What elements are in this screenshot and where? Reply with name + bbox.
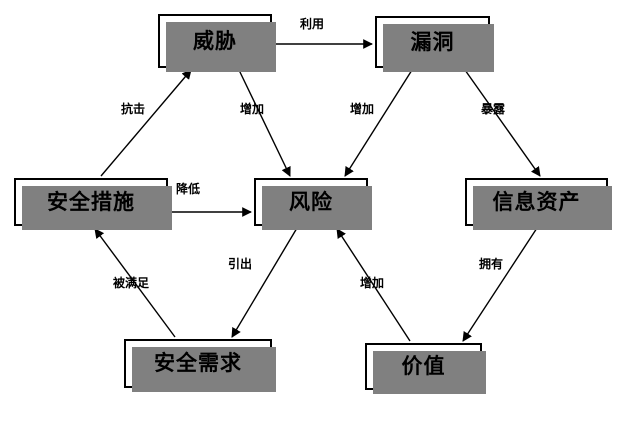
edge-asset-has-value	[462, 227, 538, 342]
node-security-requirement[interactable]: 安全需求	[124, 339, 276, 392]
edge-lines	[94, 39, 541, 342]
node-risk-label: 风险	[289, 189, 333, 214]
node-information-asset-label: 信息资产	[492, 189, 581, 214]
edge-label-increase-threat-risk: 增加	[240, 102, 265, 116]
node-security-measure[interactable]: 安全措施	[14, 178, 172, 230]
node-security-requirement-label: 安全需求	[154, 351, 242, 375]
edge-label-satisfied: 被满足	[113, 276, 150, 290]
edge-requirement-satisfies-safeguard	[94, 228, 176, 338]
edge-label-own: 拥有	[479, 257, 504, 271]
node-risk[interactable]: 风险	[254, 178, 372, 230]
edge-label-derive: 引出	[228, 257, 253, 271]
edge-vulnerability-exposes-asset	[464, 69, 541, 177]
edge-label-expose: 暴露	[481, 102, 506, 116]
edge-label-increase-vuln-risk: 增加	[350, 102, 375, 116]
node-value-label: 价值	[401, 354, 446, 378]
edge-threat-increases-risk	[238, 69, 291, 177]
edge-label-reduce: 降低	[176, 182, 201, 196]
edge-vulnerability-increases-risk	[344, 69, 413, 177]
edge-label-increase-value-risk: 增加	[360, 276, 385, 290]
edge-safeguard-counters-threat	[100, 69, 192, 177]
edge-risk-derives-requirement	[231, 227, 298, 338]
node-vulnerability[interactable]: 漏洞	[375, 16, 494, 72]
node-threat[interactable]: 威胁	[158, 14, 276, 72]
edge-value-increases-risk	[336, 228, 411, 342]
node-threat-label: 威胁	[193, 28, 237, 53]
node-vulnerability-label: 漏洞	[410, 29, 455, 54]
node-information-asset[interactable]: 信息资产	[465, 178, 612, 230]
node-security-measure-label: 安全措施	[47, 189, 135, 214]
edge-label-exploit: 利用	[300, 17, 325, 31]
edge-label-counter: 抗击	[121, 102, 146, 116]
node-value[interactable]: 价值	[365, 343, 486, 394]
